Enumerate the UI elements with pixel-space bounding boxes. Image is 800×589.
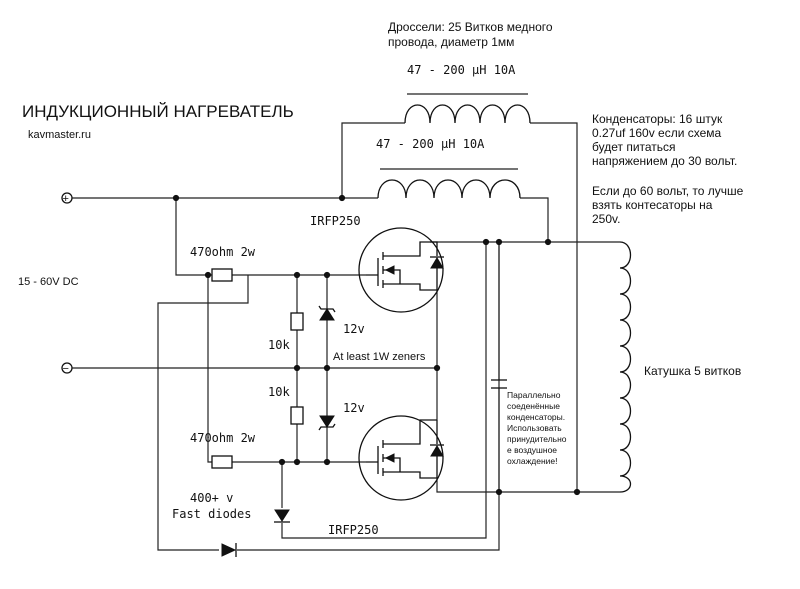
pcap-line-3: конденсаторы. [507,412,565,422]
parallel-cap-note: Параллельно соеденённые конденсаторы. Ис… [507,390,567,466]
pcap-line-6: е воздушное [507,445,557,455]
zener-top-label: 12v [343,322,365,336]
pcap-line-1: Параллельно [507,390,561,400]
title: ИНДУКЦИОННЫЙ НАГРЕВАТЕЛЬ [22,102,294,121]
minus-symbol: − [63,363,69,375]
res-10k-top [290,312,304,331]
cap-note-line-6: Если до 60 вольт, то лучше [592,184,744,198]
zener-note: At least 1W zeners [333,351,426,363]
mosfet-bottom [358,415,444,501]
supply-label: 15 - 60V DC [18,276,79,288]
res-470-bottom [211,455,233,469]
pcap-line-7: охлаждение! [507,456,557,466]
chokes-note-line-1: Дроссели: 25 Витков медного [388,20,553,34]
chokes-note: Дроссели: 25 Витков медного провода, диа… [388,20,553,49]
coil-label: Катушка 5 витков [644,364,741,378]
choke-top [404,93,531,124]
zener-bottom-label: 12v [343,401,365,415]
diodes-note-line-2: Fast diodes [172,507,251,521]
cap-note-line-8: 250v. [592,212,620,226]
res-10k-bottom [290,406,304,425]
cap-note-line-4: напряжением до 30 вольт. [592,154,737,168]
junctions [172,194,581,496]
work-coil [619,241,632,493]
wires [72,122,620,551]
res-top-label: 470ohm 2w [190,245,256,259]
fast-diode-1 [274,509,290,523]
res10k-bottom-label: 10k [268,385,290,399]
cap-note-line-7: взять контесаторы на [592,198,713,212]
mosfet-top-label: IRFP250 [310,214,361,228]
choke-bottom [377,168,521,199]
zener-bottom [318,415,336,431]
minus-terminal: − [61,362,73,375]
plus-terminal: + [61,192,73,205]
choke-top-label: 47 - 200 μH 10A [407,63,516,77]
pcap-line-2: соеденённые [507,401,560,411]
capacitor-bank [491,379,507,389]
choke-bottom-label: 47 - 200 μH 10A [376,137,485,151]
cap-note-line-2: 0.27uf 160v если схема [592,126,722,140]
pcap-line-5: принудительно [507,434,567,444]
chokes-note-line-2: провода, диаметр 1мм [388,35,514,49]
res10k-top-label: 10k [268,338,290,352]
diodes-note: 400+ v Fast diodes [172,491,251,521]
mosfet-top [358,227,444,313]
diodes-note-line-1: 400+ v [190,491,233,505]
fast-diode-2 [221,543,237,557]
pcap-line-4: Использовать [507,423,562,433]
mosfet-bottom-label: IRFP250 [328,523,379,537]
capacitor-note: Конденсаторы: 16 штук 0.27uf 160v если с… [592,112,744,226]
zener-top [318,305,336,321]
site-label: kavmaster.ru [28,129,91,141]
plus-symbol: + [63,193,69,205]
cap-note-line-1: Конденсаторы: 16 штук [592,112,723,126]
res-bottom-label: 470ohm 2w [190,431,256,445]
cap-note-line-3: будет питаться [592,140,676,154]
res-470-top [211,268,233,282]
